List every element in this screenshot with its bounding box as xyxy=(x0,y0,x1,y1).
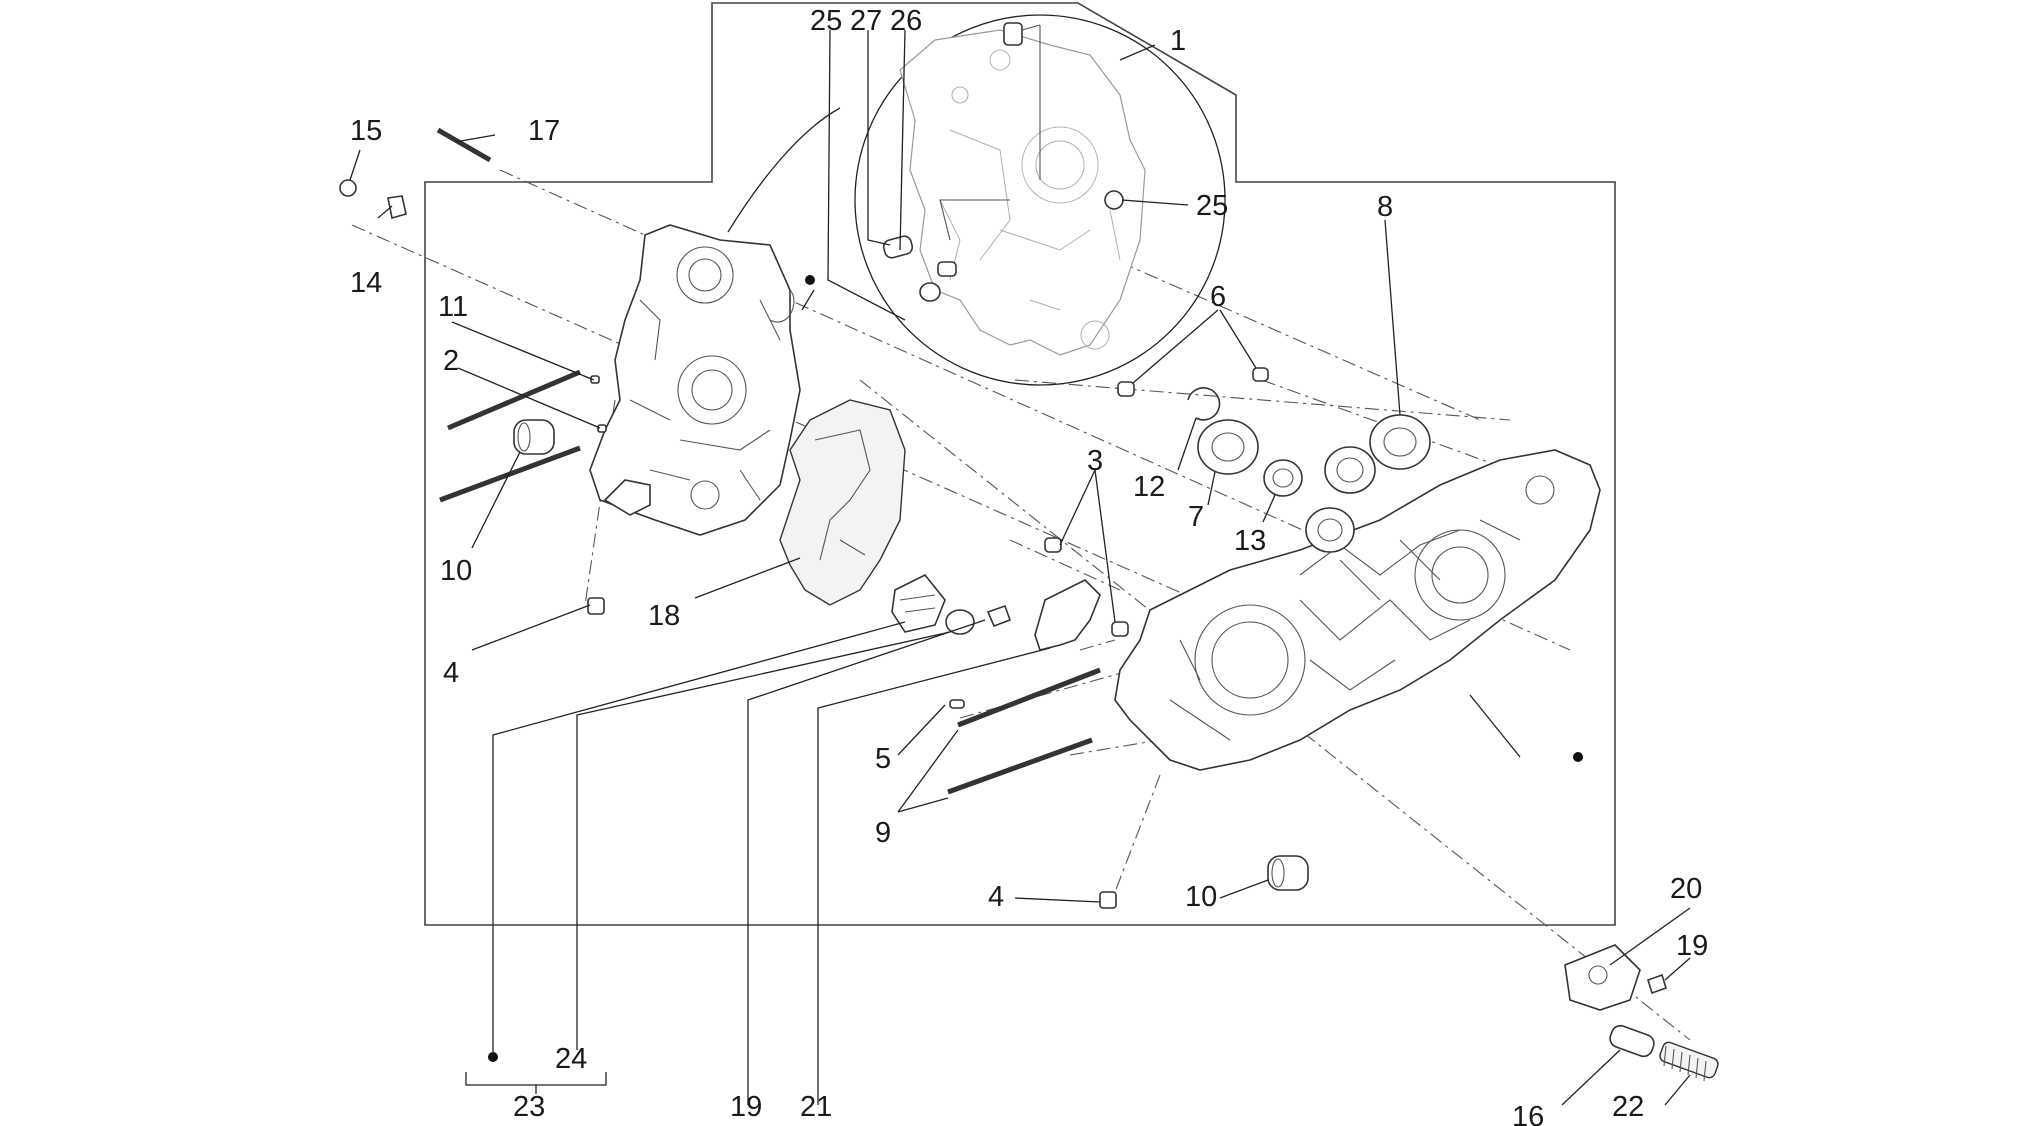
callout-21: 21 xyxy=(800,1091,832,1123)
callout-10-left: 10 xyxy=(440,555,472,587)
callout-10-right: 10 xyxy=(1185,881,1217,913)
bearing-13b xyxy=(1324,446,1376,494)
silent-block-10a xyxy=(513,419,555,455)
detail-view xyxy=(854,14,1226,386)
cover-20 xyxy=(1564,944,1641,1011)
callout-6: 6 xyxy=(1210,281,1226,313)
callout-23: 23 xyxy=(513,1091,545,1123)
callout-20: 20 xyxy=(1670,873,1702,905)
callout-3: 3 xyxy=(1087,445,1103,477)
callout-15: 15 xyxy=(350,115,382,147)
callout-13: 13 xyxy=(1234,525,1266,557)
bearing-13a xyxy=(1263,459,1303,497)
callout-9: 9 xyxy=(875,817,891,849)
bolt-19-right xyxy=(1647,973,1667,995)
studs xyxy=(436,127,1101,795)
callout-8: 8 xyxy=(1377,191,1393,223)
callout-2: 2 xyxy=(443,345,459,377)
left-crankcase-half xyxy=(589,224,801,536)
leader-lines xyxy=(349,29,1691,1106)
callout-1: 1 xyxy=(1170,25,1186,57)
spring-22 xyxy=(1659,1041,1719,1082)
callout-26: 26 xyxy=(890,5,922,37)
magnifier-lines xyxy=(727,107,841,311)
silent-block-10b xyxy=(1267,855,1309,891)
assembly-frame xyxy=(424,2,1616,926)
callout-4-left: 4 xyxy=(443,657,459,689)
callout-19-right: 19 xyxy=(1676,930,1708,962)
callout-11: 11 xyxy=(438,291,468,323)
pin-16 xyxy=(1609,1024,1655,1058)
ref-dot-left xyxy=(805,275,815,285)
callout-16: 16 xyxy=(1512,1101,1544,1126)
bearing-8 xyxy=(1369,414,1431,470)
dowel-pins xyxy=(587,367,1269,909)
bracket-plate xyxy=(1034,579,1101,651)
group-bracket-23 xyxy=(465,1072,607,1094)
callout-18: 18 xyxy=(648,600,680,632)
ref-dot-right xyxy=(1573,752,1583,762)
callout-25-top: 25 xyxy=(810,5,842,37)
callout-24: 24 xyxy=(555,1043,587,1075)
callout-7: 7 xyxy=(1188,501,1204,533)
bearing-13c xyxy=(1305,507,1355,553)
callout-labels: 1 2 3 4 4 5 6 7 8 9 10 10 11 12 13 14 15… xyxy=(350,5,1708,1126)
callout-25-right: 25 xyxy=(1196,190,1228,222)
circlip xyxy=(1187,387,1221,421)
bolt-15 xyxy=(339,179,357,197)
callout-17: 17 xyxy=(528,115,560,147)
o-ring-seal xyxy=(945,609,975,635)
oil-filter xyxy=(891,573,946,633)
callout-27: 27 xyxy=(850,5,882,37)
clip-14 xyxy=(387,195,407,220)
bolt-19-left xyxy=(986,604,1012,628)
callout-5: 5 xyxy=(875,743,891,775)
right-crankcase-half xyxy=(1114,449,1601,771)
callout-12: 12 xyxy=(1133,471,1165,503)
bearing-7 xyxy=(1197,419,1259,475)
gasket xyxy=(779,399,906,606)
callout-4-bottom: 4 xyxy=(988,881,1004,913)
callout-14: 14 xyxy=(350,267,382,299)
callout-22: 22 xyxy=(1612,1091,1644,1123)
callout-19-bottom: 19 xyxy=(730,1091,762,1123)
